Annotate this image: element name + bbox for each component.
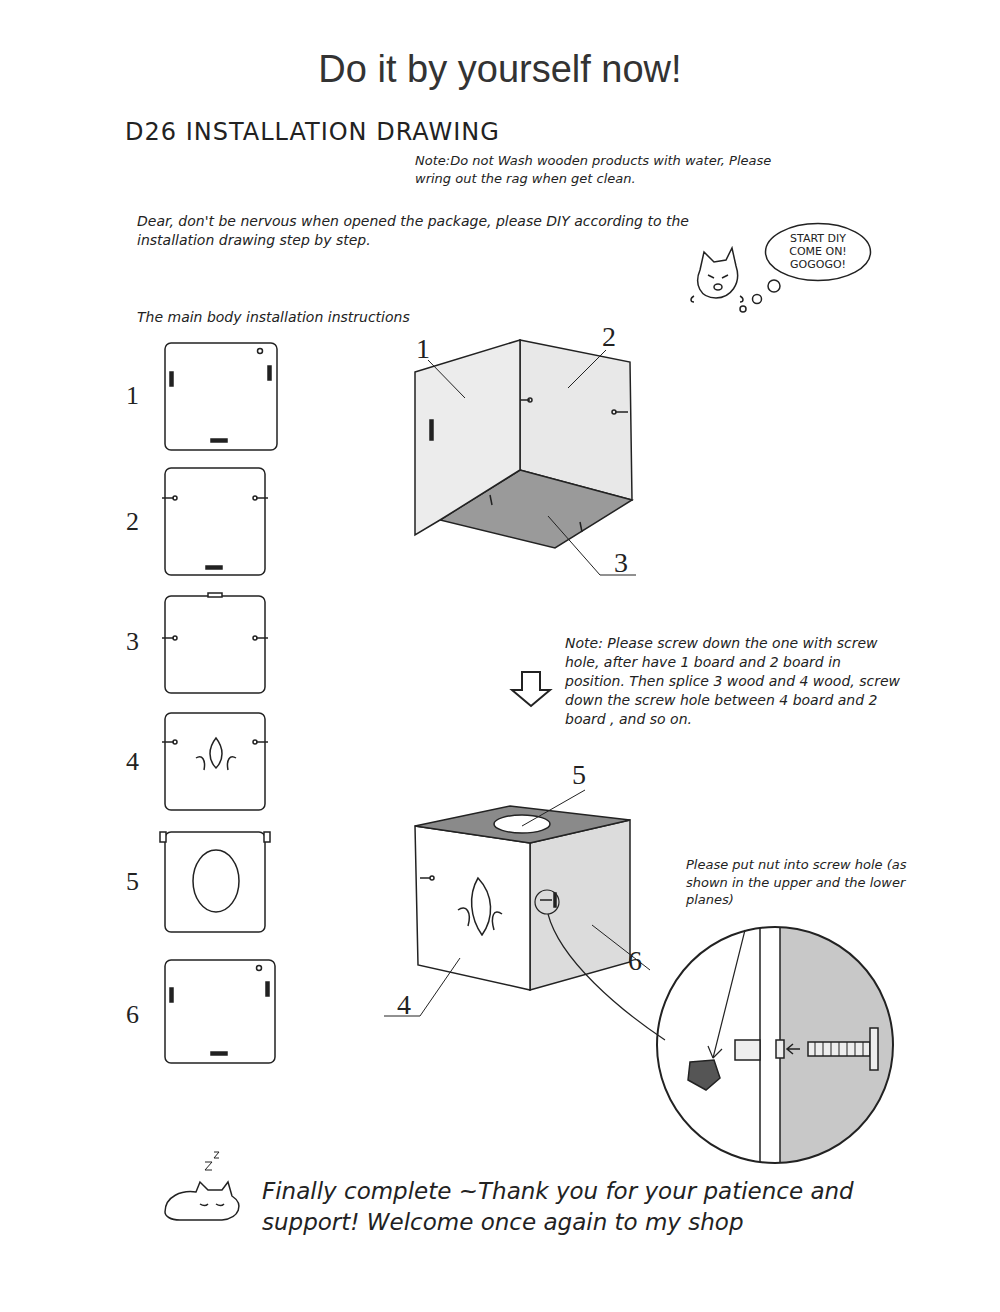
callout-number: 1	[416, 330, 440, 368]
section-heading: D26 INSTALLATION DRAWING	[125, 116, 645, 148]
callout-number: 4	[397, 986, 421, 1024]
subheading: The main body installation instructions	[137, 308, 467, 327]
open-box-drawing	[415, 340, 636, 575]
nut-note: Please put nut into screw hole (as shown…	[686, 856, 926, 909]
panel-thumbnails	[160, 343, 277, 1063]
callout-number: 3	[614, 544, 638, 582]
callout-number: 2	[602, 318, 626, 356]
assembly-note: Note: Please screw down the one with scr…	[565, 634, 905, 728]
panel-number: 1	[126, 378, 150, 413]
panel-number: 6	[126, 997, 150, 1032]
closing-message: Finally complete ~Thank you for your pat…	[262, 1176, 862, 1238]
callout-number: 6	[628, 942, 652, 980]
bubble-text-wrap: START DIY COME ON! GOGOGO!	[778, 232, 858, 272]
speech-bubble: START DIY COME ON! GOGOGO!	[764, 222, 872, 282]
sleeping-cat	[165, 1152, 239, 1220]
down-arrow	[512, 672, 550, 706]
cube-drawing	[384, 790, 665, 1040]
screw-detail	[657, 920, 900, 1180]
bubble-shape	[766, 224, 871, 281]
panel-number: 3	[126, 624, 150, 659]
panel-number: 4	[126, 744, 150, 779]
bubble-trail	[740, 280, 780, 312]
cat-mascot	[691, 248, 743, 302]
intro-text: Dear, don't be nervous when opened the p…	[137, 212, 717, 250]
callout-number: 5	[572, 756, 596, 794]
care-note: Note:Do not Wash wooden products with wa…	[415, 152, 775, 187]
bubble-text: START DIY COME ON! GOGOGO!	[778, 232, 858, 272]
page-title: Do it by yourself now!	[0, 44, 1000, 95]
panel-number: 5	[126, 864, 150, 899]
panel-number: 2	[126, 504, 150, 539]
